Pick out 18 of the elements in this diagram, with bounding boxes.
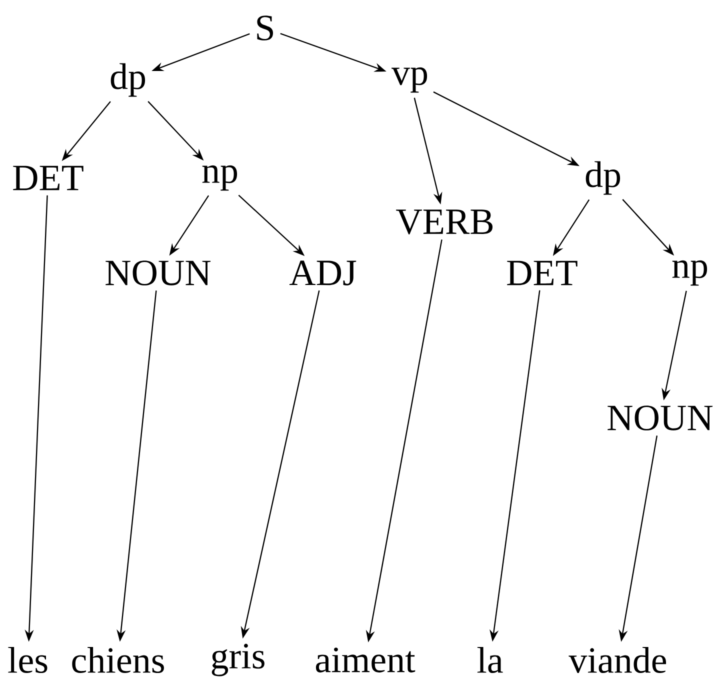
tree-label: NOUN <box>608 406 713 430</box>
tree-label: gris <box>212 644 264 676</box>
tree-label: aiment <box>316 648 416 672</box>
tree-label: dp <box>586 161 620 195</box>
tree-label: np <box>202 165 238 191</box>
tree-label: VERB <box>396 210 493 234</box>
tree-label: la <box>477 647 503 674</box>
tree-label: np <box>672 260 708 286</box>
tree-label: chiens <box>72 647 164 674</box>
tree-label: S <box>257 16 273 40</box>
tree-label: dp <box>110 63 146 97</box>
tree-label: ADJ <box>289 260 356 286</box>
tree-label: NOUN <box>106 260 211 286</box>
tree-label: vp <box>392 67 428 93</box>
tree-label: les <box>8 647 48 674</box>
tree-label: DET <box>13 166 84 190</box>
tree-label: DET <box>507 260 578 286</box>
tree-label: viande <box>568 647 666 674</box>
